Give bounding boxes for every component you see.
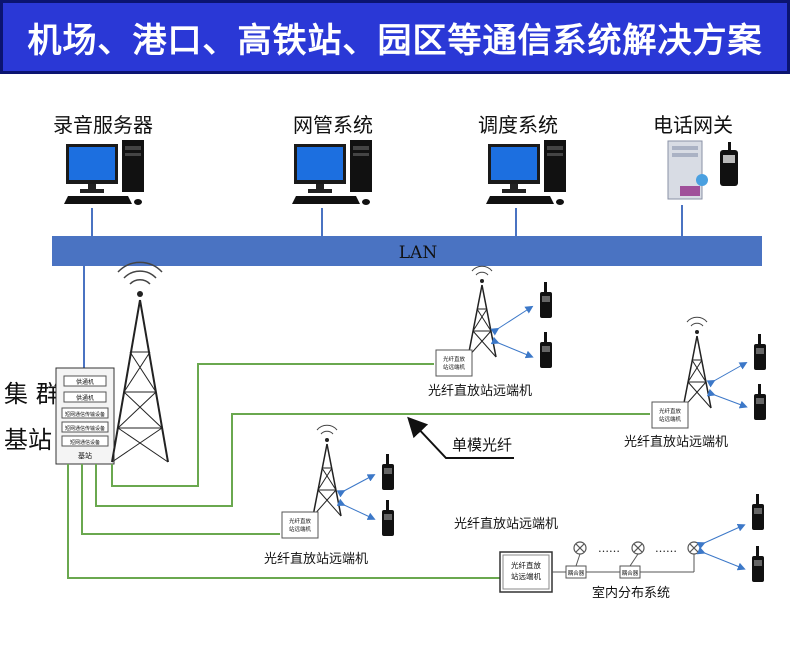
rack-unit-label: 短网通信传输设备 [65, 425, 105, 432]
rack-unit-label: 供通机 [76, 378, 94, 386]
fiber-label: 单模光纤 [452, 436, 512, 454]
remote-label: 光纤直放站远端机 [454, 517, 558, 532]
remote-box-text: 站远端机 [289, 525, 312, 533]
antenna-tower-icon [312, 424, 342, 517]
rack-unit-label: 短网通信设备 [70, 439, 100, 446]
remote-unit-box [499, 551, 553, 593]
remote-unit-box [281, 511, 319, 539]
desktop-computer-icon [292, 140, 372, 205]
title-banner: 机场、港口、高铁站、园区等通信系统解决方案 [0, 0, 790, 74]
handheld-radio-icon [752, 494, 764, 530]
antenna-tower-icon [111, 261, 169, 463]
handheld-radio-icon [382, 500, 394, 536]
antenna-tower-icon [682, 316, 712, 409]
lan-bus [52, 236, 762, 266]
indoor-dots: …… [655, 542, 677, 555]
remote-box-text: 光纤直放 [289, 517, 312, 525]
indoor-distribution-label: 室内分布系统 [592, 585, 670, 601]
remote-box-text: 光纤直放 [659, 407, 682, 415]
base-station-label: 基站 [4, 426, 52, 454]
handheld-radio-icon [540, 332, 552, 368]
network-diagram: 录音服务器 网管系统 调度系统 电话网关 LAN 集 群 基站 供通机 供通机 … [4, 113, 766, 601]
remote-box-text: 光纤直放 [511, 560, 541, 570]
system-label-nms: 网管系统 [293, 113, 373, 137]
system-label-recording: 录音服务器 [53, 113, 153, 137]
indoor-antenna-icons [573, 541, 701, 555]
remote-box-text: 站远端机 [443, 363, 466, 371]
remote-label: 光纤直放站远端机 [428, 384, 532, 399]
system-label-dispatch: 调度系统 [478, 113, 558, 137]
handheld-radio-icon [382, 454, 394, 490]
remote-box-text: 站远端机 [659, 415, 682, 423]
system-label-gateway: 电话网关 [653, 113, 733, 137]
base-station-label: 集 群 [4, 380, 60, 408]
rack-unit-label: 短网通信传输设备 [65, 411, 105, 418]
rack-unit-label: 供通机 [76, 394, 94, 402]
desktop-computer-icon [64, 140, 144, 205]
base-station-rack: 供通机 供通机 短网通信传输设备 短网通信传输设备 短网通信设备 基站 [55, 367, 115, 465]
handheld-radio-icon [540, 282, 552, 318]
remote-label: 光纤直放站远端机 [264, 552, 368, 567]
server-phone-gateway-icon [667, 140, 738, 200]
indoor-dots: …… [598, 542, 620, 555]
antenna-tower-icon [467, 265, 497, 358]
coupler-label: 耦合器 [622, 569, 639, 577]
lan-label: LAN [399, 243, 438, 263]
coupler-label: 耦合器 [568, 569, 585, 577]
fiber-pointer-arrow [407, 416, 514, 459]
fiber-links [67, 363, 650, 579]
remote-box-text: 光纤直放 [443, 355, 466, 363]
handheld-radio-icon [754, 384, 766, 420]
remote-label: 光纤直放站远端机 [624, 435, 728, 450]
rack-unit-label: 基站 [78, 451, 92, 460]
handheld-radio-icon [752, 546, 764, 582]
remote-unit-box [651, 401, 689, 429]
remote-box-text: 站远端机 [511, 571, 541, 581]
handheld-radio-icon [754, 334, 766, 370]
desktop-computer-icon [486, 140, 566, 205]
remote-unit-box [435, 349, 473, 377]
page-title: 机场、港口、高铁站、园区等通信系统解决方案 [27, 20, 763, 61]
